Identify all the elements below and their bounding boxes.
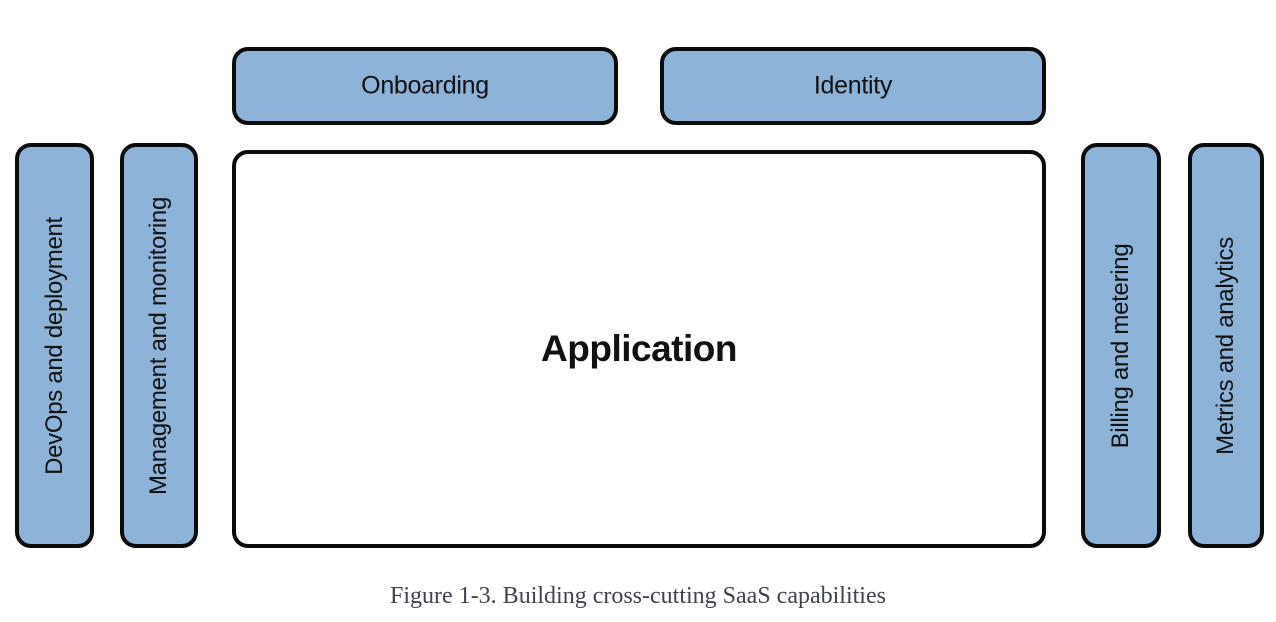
application-box: Application xyxy=(232,150,1046,548)
management-and-monitoring-label: Management and monitoring xyxy=(145,196,172,495)
figure-caption: Figure 1-3. Building cross-cutting SaaS … xyxy=(390,583,886,609)
billing-and-metering-bar: Billing and metering xyxy=(1081,143,1161,548)
application-label: Application xyxy=(541,328,737,369)
metrics-and-analytics-label: Metrics and analytics xyxy=(1212,236,1239,455)
onboarding-label: Onboarding xyxy=(361,71,489,100)
devops-and-deployment-bar: DevOps and deployment xyxy=(15,143,94,548)
identity-box: Identity xyxy=(660,47,1046,125)
devops-and-deployment-label: DevOps and deployment xyxy=(40,216,68,475)
billing-and-metering-label: Billing and metering xyxy=(1107,243,1134,448)
identity-label: Identity xyxy=(813,71,893,100)
metrics-and-analytics-bar: Metrics and analytics xyxy=(1188,143,1264,548)
onboarding-box: Onboarding xyxy=(232,47,618,125)
management-and-monitoring-bar: Management and monitoring xyxy=(120,143,198,548)
